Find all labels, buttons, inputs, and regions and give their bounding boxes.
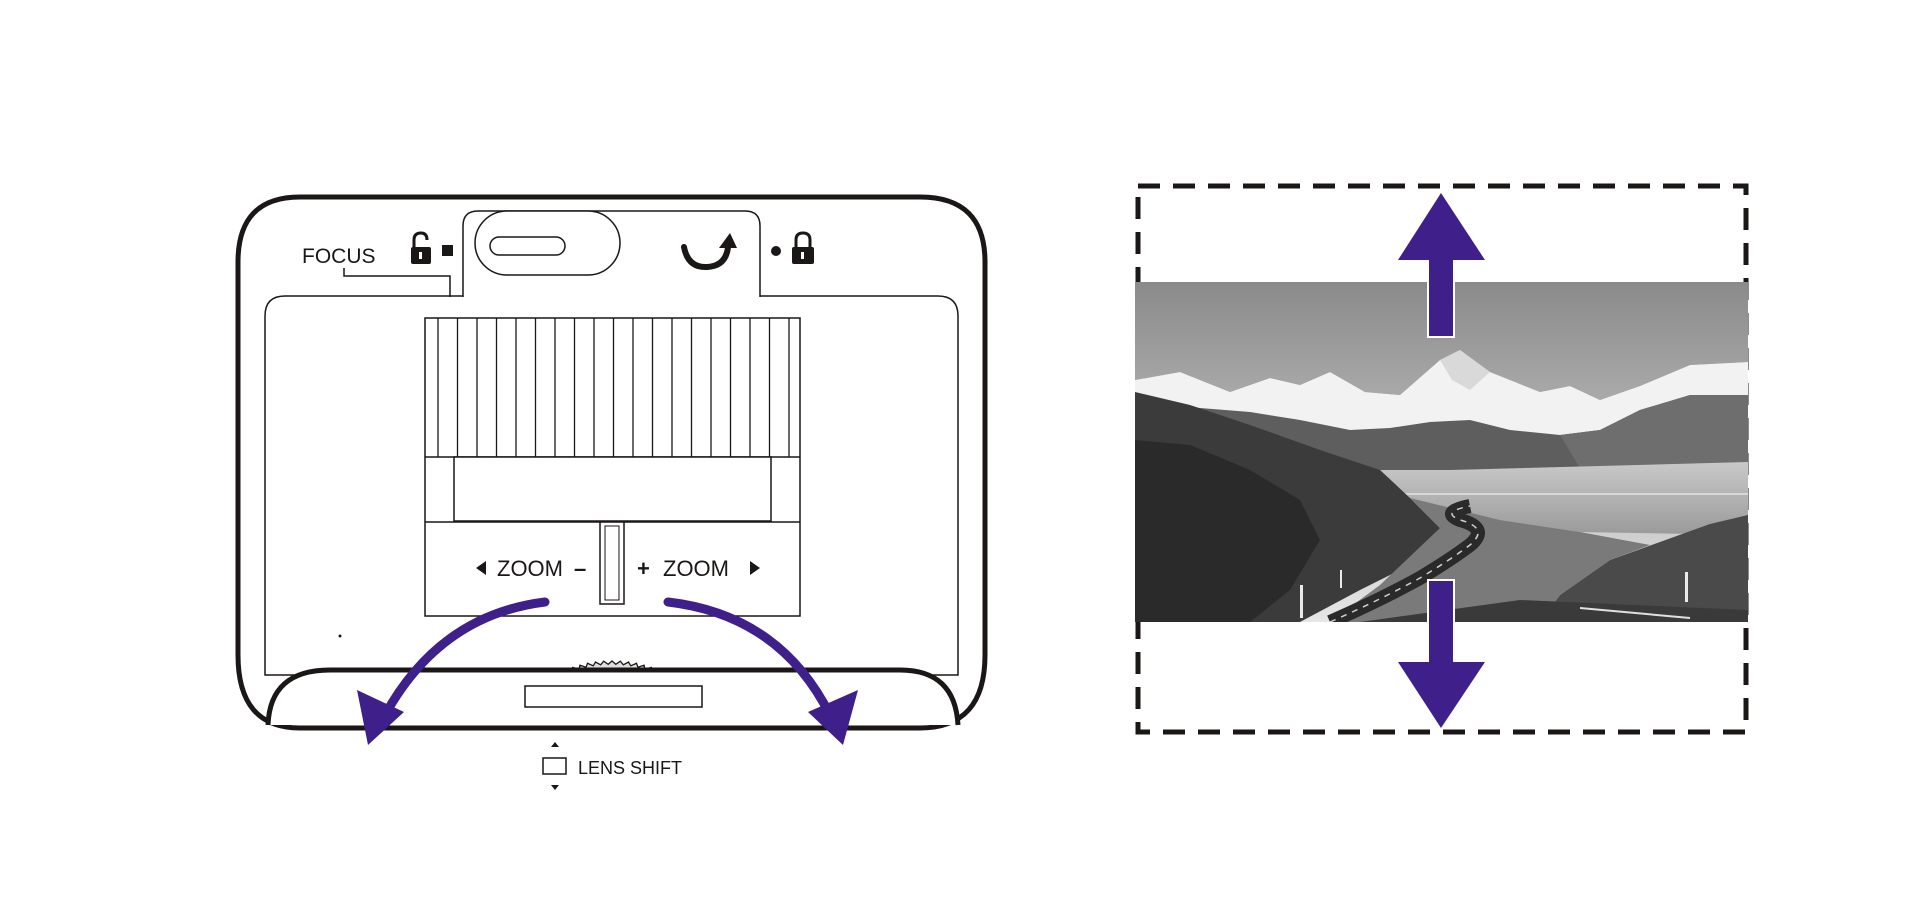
zoom-right-label: ZOOM	[663, 556, 729, 581]
screw-dot	[338, 634, 342, 638]
focus-slider-slot	[489, 236, 566, 256]
focus-label: FOCUS	[302, 245, 376, 268]
lens-shift-label: LENS SHIFT	[578, 758, 682, 778]
rotate-arrow-icon	[681, 233, 737, 271]
focus-leader-line	[343, 268, 451, 297]
lens-shift-icon	[542, 742, 567, 790]
lens-shift-slot	[524, 685, 703, 708]
mountain-landscape-photo	[1135, 282, 1748, 622]
curved-arrow-right-head	[808, 690, 858, 745]
unlock-icon	[411, 231, 431, 264]
projector-illustration: FOCUS	[235, 194, 988, 790]
zoom-plus-label: +	[637, 556, 650, 581]
triangle-left-icon	[476, 561, 486, 575]
projection-screen	[1135, 183, 1749, 735]
zoom-direction-arrows	[357, 597, 858, 745]
zoom-lever	[599, 521, 625, 605]
lock-icon	[792, 231, 814, 264]
unlock-position-marker	[442, 245, 453, 256]
zoom-minus-label: –	[574, 556, 586, 581]
curved-arrow-left	[380, 597, 550, 720]
triangle-right-icon	[750, 561, 760, 575]
lock-position-marker	[771, 246, 781, 256]
zoom-left-label: ZOOM	[497, 556, 563, 581]
curved-arrow-left-head	[357, 690, 404, 745]
curved-arrow-right	[663, 597, 835, 720]
shift-up-arrow	[1398, 193, 1485, 338]
shift-down-arrow	[1398, 579, 1485, 728]
